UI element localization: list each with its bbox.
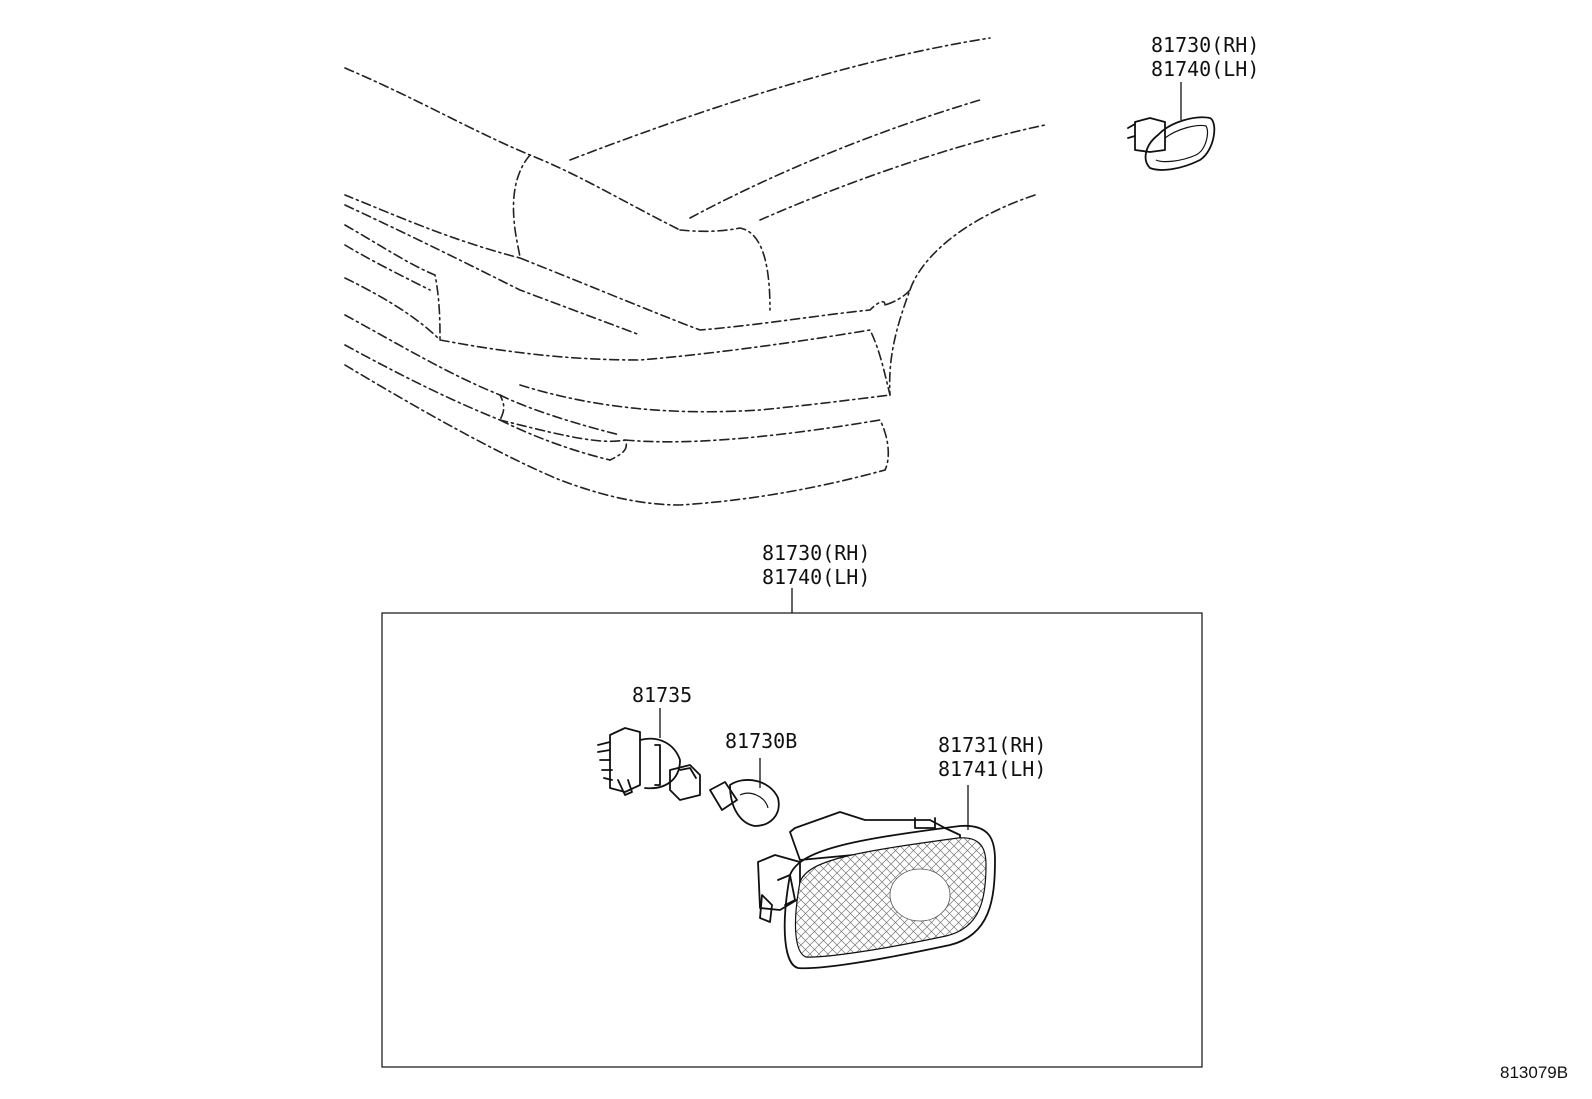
vehicle-body-outline (344, 37, 1046, 506)
bulb-part (709, 779, 780, 827)
callout-socket: 81735 (632, 683, 692, 707)
figure-id: 813079B (1500, 1063, 1568, 1082)
callout-top-rh: 81730(RH) (1151, 33, 1259, 57)
callout-bulb: 81730B (725, 729, 797, 753)
callout-lens-rh: 81731(RH) (938, 733, 1046, 757)
callout-assembly-lh: 81740(LH) (762, 565, 870, 589)
socket-part (597, 727, 701, 801)
callout-top-lh: 81740(LH) (1151, 57, 1259, 81)
side-marker-thumbnail (1127, 116, 1216, 171)
callout-assembly-rh: 81730(RH) (762, 541, 870, 565)
lens-housing-part (757, 811, 996, 970)
callout-lens-lh: 81741(LH) (938, 757, 1046, 781)
